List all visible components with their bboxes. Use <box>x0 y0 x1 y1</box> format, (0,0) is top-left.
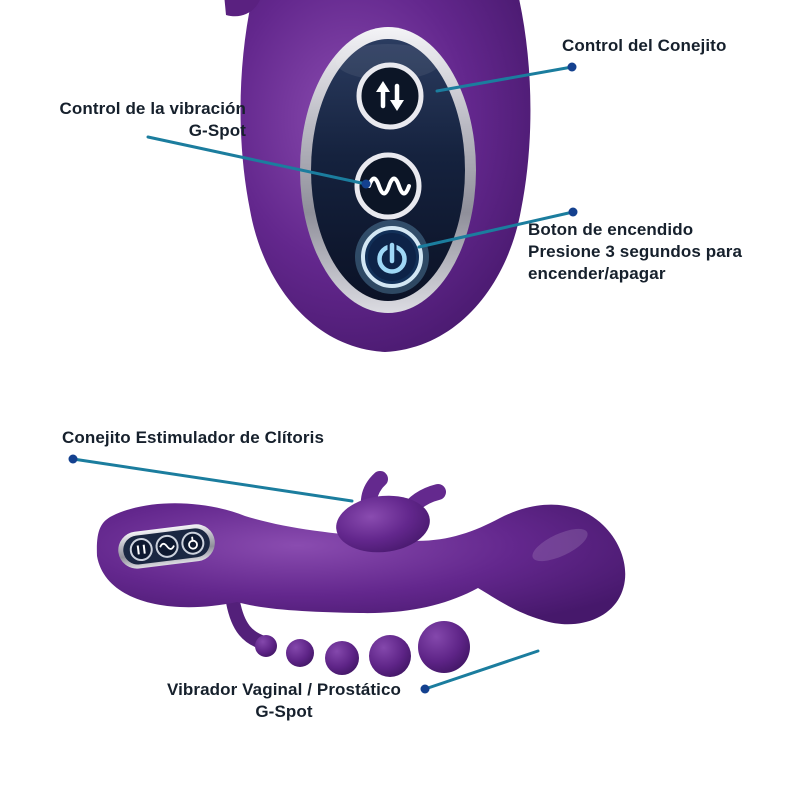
label-vaginal-vibrator-line1: Vibrador Vaginal / Prostático <box>166 680 402 699</box>
label-vibration-control: Control de la vibración G-Spot <box>28 98 246 142</box>
shaft-highlight <box>532 528 588 562</box>
label-rabbit-control-text: Control del Conejito <box>562 36 727 55</box>
label-power-button: Boton de encendido Presione 3 segundos p… <box>528 219 760 285</box>
controller-body-fragment <box>224 0 260 17</box>
vibration-button <box>354 152 422 220</box>
leader-line-vibration-control <box>146 135 368 186</box>
callout-lines <box>71 65 575 691</box>
label-vaginal-vibrator: Vibrador Vaginal / Prostático G-Spot <box>138 679 430 723</box>
callout-dot-power-button <box>568 207 578 217</box>
label-clitoris-stimulator: Conejito Estimulador de Clítoris <box>62 427 324 449</box>
wand-body <box>96 503 626 625</box>
power-button <box>355 220 429 294</box>
label-rabbit-control: Control del Conejito <box>562 35 726 57</box>
leader-line-vaginal-vibrator <box>423 649 540 691</box>
callout-dot-rabbit-control <box>567 62 577 72</box>
leader-line-rabbit-control <box>435 65 574 93</box>
mini-power-button <box>181 531 205 555</box>
label-power-line3: encender/apagar <box>528 264 666 284</box>
rabbit-control-button <box>356 62 424 130</box>
callout-dot-clitoris-stimulator <box>68 454 78 464</box>
power-icon <box>377 241 407 274</box>
bead-attachment <box>226 595 470 677</box>
label-power-line1: Boton de encendido <box>528 220 694 239</box>
handle-control-panel <box>118 524 215 569</box>
label-power-line2: Presione 3 segundos para <box>528 242 743 262</box>
mini-speed-button <box>129 538 153 562</box>
leader-line-power-button <box>417 210 575 249</box>
label-vaginal-vibrator-line2: G-Spot <box>255 702 313 722</box>
label-vibration-line2: G-Spot <box>188 121 246 141</box>
rabbit-ears-base <box>336 495 430 553</box>
screen-sheen <box>336 44 440 80</box>
sine-wave-icon <box>367 176 411 196</box>
controller-closeup <box>224 0 531 352</box>
wand-device <box>96 471 626 677</box>
label-vibration-line1: Control de la vibración <box>59 99 246 118</box>
leader-line-clitoris-stimulator <box>71 457 354 503</box>
callout-dot-vibration-control <box>361 179 371 189</box>
label-clitoris-stimulator-text: Conejito Estimulador de Clítoris <box>62 428 325 447</box>
callout-dot-vaginal-vibrator <box>420 684 430 694</box>
callout-dots <box>68 62 578 694</box>
mini-wave-button <box>155 534 179 558</box>
up-down-arrows-icon <box>380 83 400 109</box>
